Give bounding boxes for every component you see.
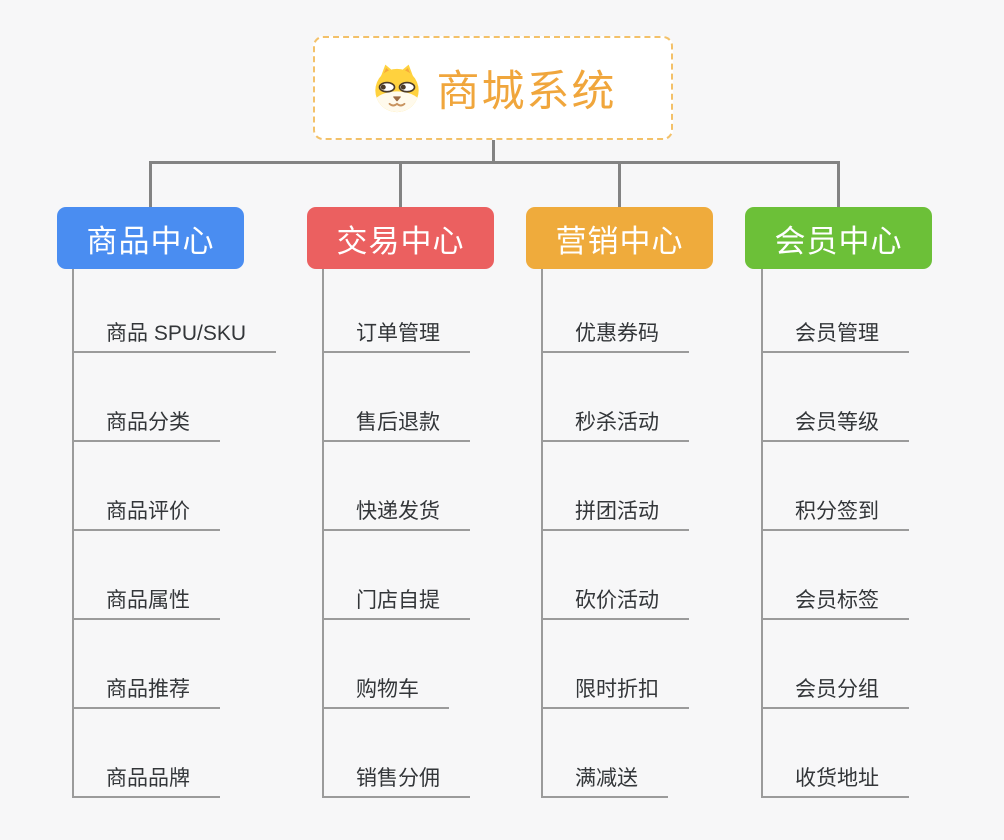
connector-drop-marketing	[618, 161, 621, 209]
branch-node-marketing-center[interactable]: 营销中心	[526, 207, 713, 269]
child-topic[interactable]: 拼团活动	[543, 442, 689, 531]
child-topic[interactable]: 商品分类	[74, 353, 220, 442]
child-topic[interactable]: 销售分佣	[324, 709, 470, 798]
root-title: 商城系统	[436, 68, 617, 116]
column-member-center: 会员管理 会员等级 积分签到 会员标签 会员分组 收货地址	[761, 264, 909, 798]
column-product-center: 商品 SPU/SKU 商品分类 商品评价 商品属性 商品推荐 商品品牌	[72, 264, 277, 798]
child-topic[interactable]: 售后退款	[324, 353, 470, 442]
child-topic[interactable]: 商品 SPU/SKU	[74, 264, 277, 353]
child-topic[interactable]: 购物车	[324, 620, 449, 709]
branch-node-product-center[interactable]: 商品中心	[57, 207, 244, 269]
child-topic[interactable]: 订单管理	[324, 264, 470, 353]
connector-drop-trade	[399, 161, 402, 209]
child-topic[interactable]: 商品评价	[74, 442, 220, 531]
column-trade-center: 订单管理 售后退款 快递发货 门店自提 购物车 销售分佣	[322, 264, 470, 798]
child-topic[interactable]: 优惠券码	[543, 264, 689, 353]
root-node-mall-system[interactable]: 商城系统	[313, 36, 673, 140]
column-marketing-center: 优惠券码 秒杀活动 拼团活动 砍价活动 限时折扣 满减送	[541, 264, 689, 798]
child-topic[interactable]: 门店自提	[324, 531, 470, 620]
child-topic[interactable]: 快递发货	[324, 442, 470, 531]
child-topic[interactable]: 砍价活动	[543, 531, 689, 620]
child-topic[interactable]: 秒杀活动	[543, 353, 689, 442]
child-topic[interactable]: 商品属性	[74, 531, 220, 620]
child-topic[interactable]: 商品推荐	[74, 620, 220, 709]
connector-drop-product	[149, 161, 152, 209]
child-topic[interactable]: 限时折扣	[543, 620, 689, 709]
child-topic[interactable]: 收货地址	[763, 709, 909, 798]
child-topic[interactable]: 会员管理	[763, 264, 909, 353]
dog-face-icon	[370, 63, 424, 113]
child-topic[interactable]: 会员等级	[763, 353, 909, 442]
branch-node-trade-center[interactable]: 交易中心	[307, 207, 494, 269]
child-topic[interactable]: 积分签到	[763, 442, 909, 531]
child-topic[interactable]: 会员分组	[763, 620, 909, 709]
connector-root-stub	[492, 139, 495, 163]
connector-horizontal-bus	[149, 161, 840, 164]
child-topic[interactable]: 商品品牌	[74, 709, 220, 798]
branch-node-member-center[interactable]: 会员中心	[745, 207, 932, 269]
child-topic[interactable]: 会员标签	[763, 531, 909, 620]
connector-drop-member	[837, 161, 840, 209]
child-topic[interactable]: 满减送	[543, 709, 668, 798]
